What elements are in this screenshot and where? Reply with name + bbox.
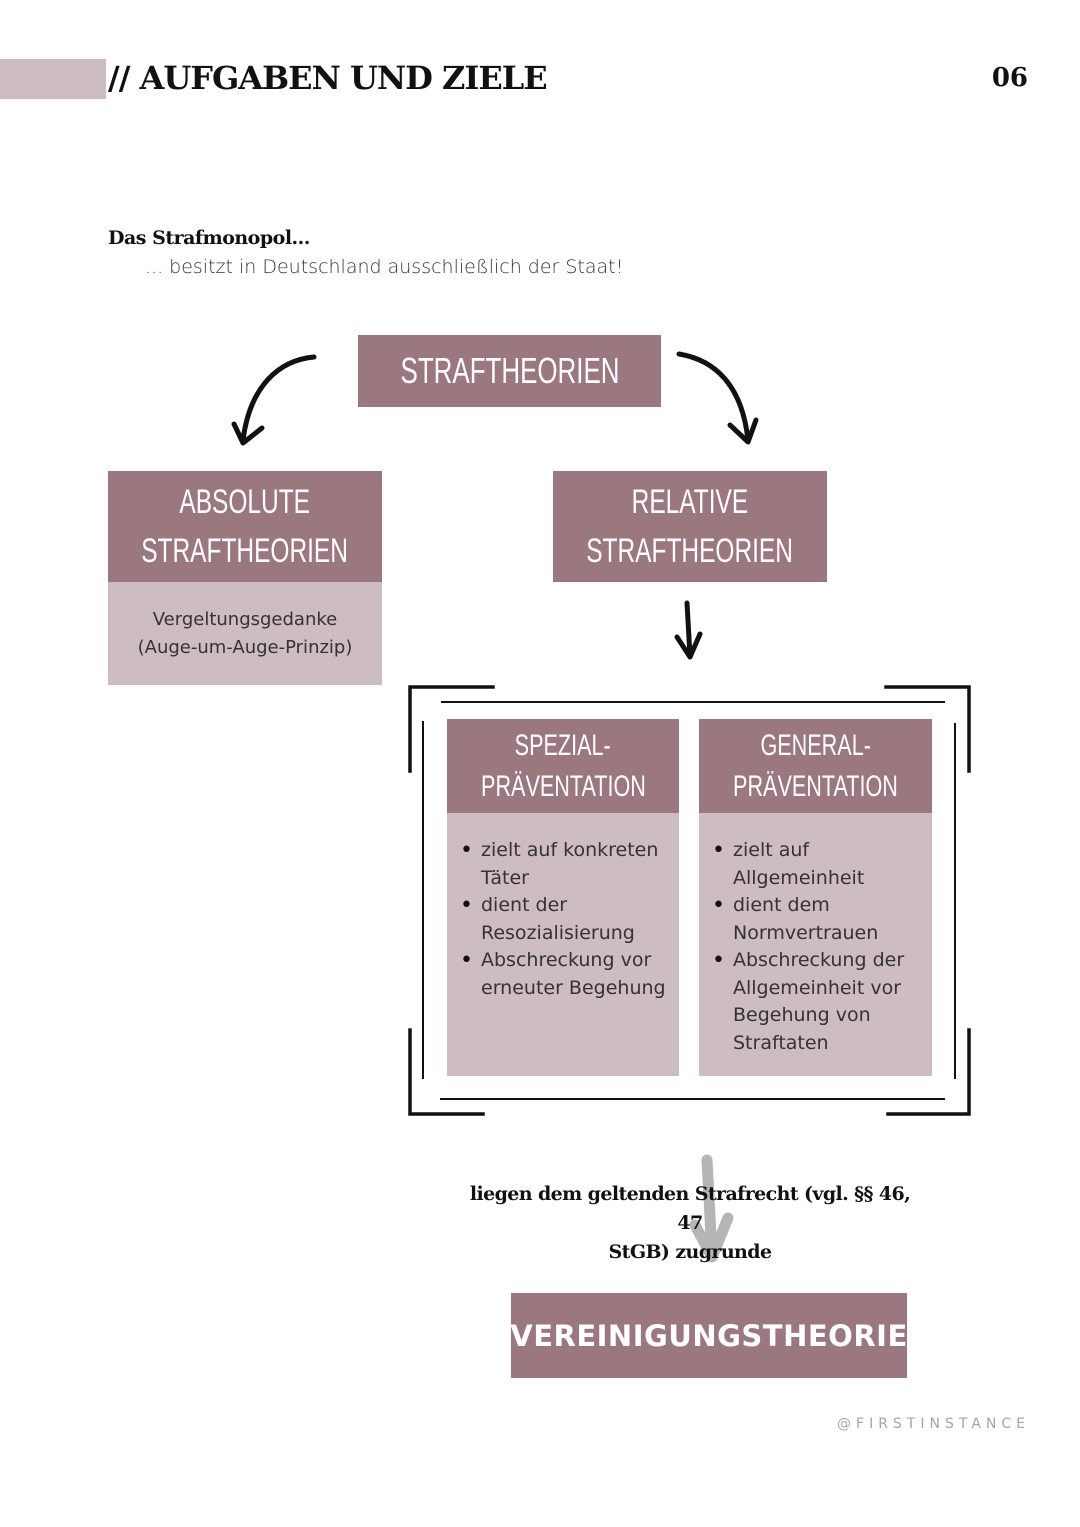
- vereinigungstheorie-box: VEREINIGUNGSTHEORIE: [510, 1293, 908, 1378]
- conclusion-line2: StGB) zugrunde: [608, 1241, 772, 1263]
- absolute-desc-line2: (Auge-um-Auge-Prinzip): [137, 636, 353, 658]
- absolute-line2: STRAFTHEORIEN: [141, 531, 349, 570]
- list-item: dient der Resozialisierung: [457, 892, 669, 947]
- intro-heading: Das Strafmonopol...: [108, 227, 310, 249]
- spezialpraevention-header: SPEZIAL- PRÄVENTATION: [447, 719, 679, 813]
- header-accent-bar: [0, 59, 106, 99]
- list-item: dient dem Normvertrauen: [709, 892, 922, 947]
- list-item: zielt auf Allgemeinheit: [709, 837, 922, 892]
- spezial-line2: PRÄVENTATION: [480, 770, 646, 803]
- generalpraevention-body: zielt auf Allgemeinheit dient dem Normve…: [699, 813, 932, 1076]
- absolute-line1: ABSOLUTE: [179, 482, 311, 521]
- list-item: Abschreckung der Allgemeinheit vor Begeh…: [709, 947, 922, 1057]
- page-title: // AUFGABEN UND ZIELE: [108, 59, 548, 97]
- general-bullet-list: zielt auf Allgemeinheit dient dem Normve…: [699, 813, 932, 1057]
- strafteorien-root-box: STRAFTHEORIEN: [358, 335, 661, 407]
- conclusion-line1: liegen dem geltenden Strafrecht (vgl. §§…: [469, 1183, 911, 1234]
- spezialpraevention-body: zielt auf konkreten Täter dient der Reso…: [447, 813, 679, 1076]
- absolute-theories-description: Vergeltungsgedanke (Auge-um-Auge-Prinzip…: [108, 582, 382, 685]
- conclusion-text: liegen dem geltenden Strafrecht (vgl. §§…: [455, 1180, 925, 1267]
- list-item: zielt auf konkreten Täter: [457, 837, 669, 892]
- footer-handle: @FIRSTINSTANCE: [837, 1416, 1030, 1432]
- page-number: 06: [991, 63, 1028, 93]
- relative-line2: STRAFTHEORIEN: [586, 531, 794, 570]
- general-line1: GENERAL-: [760, 729, 871, 762]
- general-line2: PRÄVENTATION: [733, 770, 898, 803]
- absolute-theories-header: ABSOLUTE STRAFTHEORIEN: [108, 471, 382, 582]
- absolute-desc-line1: Vergeltungsgedanke: [152, 608, 338, 630]
- arrow-down-icon: [674, 600, 703, 660]
- root-label: STRAFTHEORIEN: [400, 350, 619, 391]
- generalpraevention-header: GENERAL- PRÄVENTATION: [699, 719, 932, 813]
- arrow-left-curved-icon: [231, 354, 317, 446]
- final-label: VEREINIGUNGSTHEORIE: [510, 1318, 908, 1353]
- arrow-right-curved-icon: [676, 351, 759, 445]
- spezial-bullet-list: zielt auf konkreten Täter dient der Reso…: [447, 813, 679, 1002]
- spezial-line1: SPEZIAL-: [514, 729, 612, 762]
- intro-text: ... besitzt in Deutschland ausschließlic…: [145, 256, 624, 278]
- arrow-down-gray-icon: [689, 1154, 734, 1263]
- bracket-frame: [408, 685, 971, 1116]
- relative-theories-header: RELATIVE STRAFTHEORIEN: [553, 471, 827, 582]
- list-item: Abschreckung vor erneuter Begehung: [457, 947, 669, 1002]
- relative-line1: RELATIVE: [631, 482, 749, 521]
